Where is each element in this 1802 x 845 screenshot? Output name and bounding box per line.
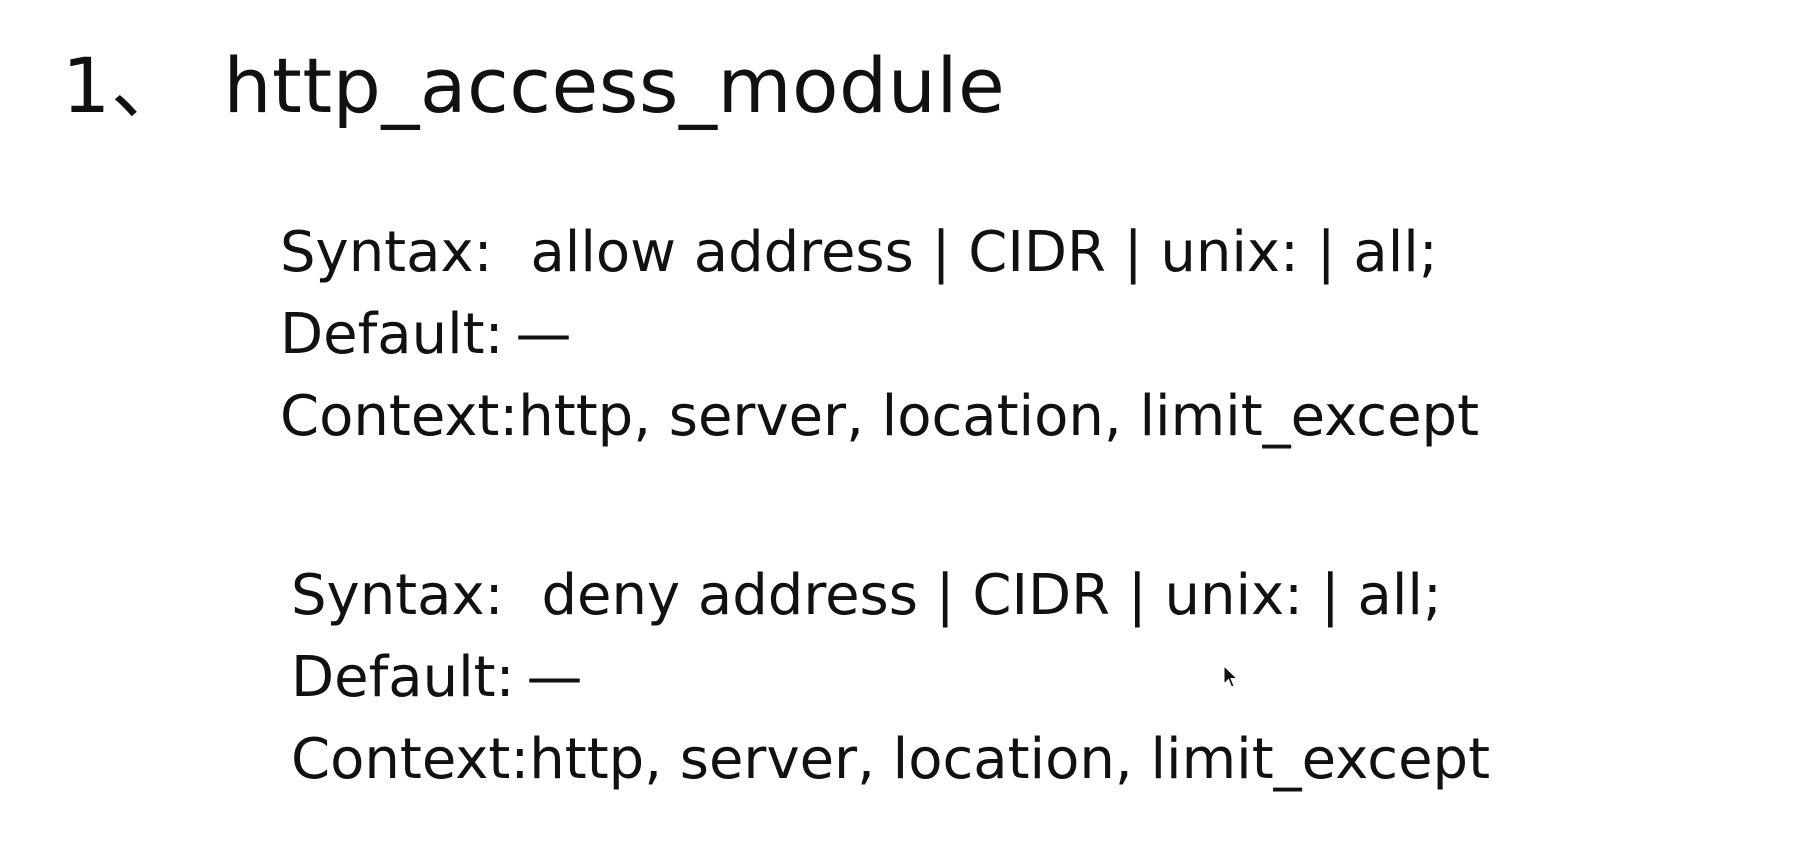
default-label: Default: bbox=[280, 302, 504, 367]
mouse-pointer-icon bbox=[1223, 665, 1239, 688]
context-row: Context:http, server, location, limit_ex… bbox=[280, 376, 1479, 458]
default-value: — bbox=[515, 302, 572, 367]
context-value: http, server, location, limit_except bbox=[529, 727, 1491, 792]
syntax-label: Syntax: bbox=[280, 220, 493, 285]
default-label: Default: bbox=[291, 645, 515, 710]
slide-title: 1、 http_access_module bbox=[62, 44, 1005, 128]
default-row: Default:— bbox=[291, 637, 1490, 719]
title-text: http_access_module bbox=[223, 41, 1006, 130]
syntax-label: Syntax: bbox=[291, 563, 504, 628]
context-label: Context: bbox=[291, 727, 530, 792]
title-number: 1、 bbox=[62, 41, 188, 130]
context-label: Context: bbox=[280, 384, 519, 449]
context-row: Context:http, server, location, limit_ex… bbox=[291, 719, 1490, 801]
default-row: Default:— bbox=[280, 294, 1479, 376]
syntax-row: Syntax: allow address | CIDR | unix: | al… bbox=[280, 212, 1479, 294]
default-value: — bbox=[526, 645, 583, 710]
allow-directive-block: Syntax: allow address | CIDR | unix: | al… bbox=[280, 212, 1479, 458]
syntax-value: allow address | CIDR | unix: | all; bbox=[530, 220, 1438, 285]
deny-directive-block: Syntax: deny address | CIDR | unix: | all… bbox=[291, 555, 1490, 801]
context-value: http, server, location, limit_except bbox=[518, 384, 1480, 449]
syntax-row: Syntax: deny address | CIDR | unix: | all… bbox=[291, 555, 1490, 637]
syntax-value: deny address | CIDR | unix: | all; bbox=[541, 563, 1442, 628]
